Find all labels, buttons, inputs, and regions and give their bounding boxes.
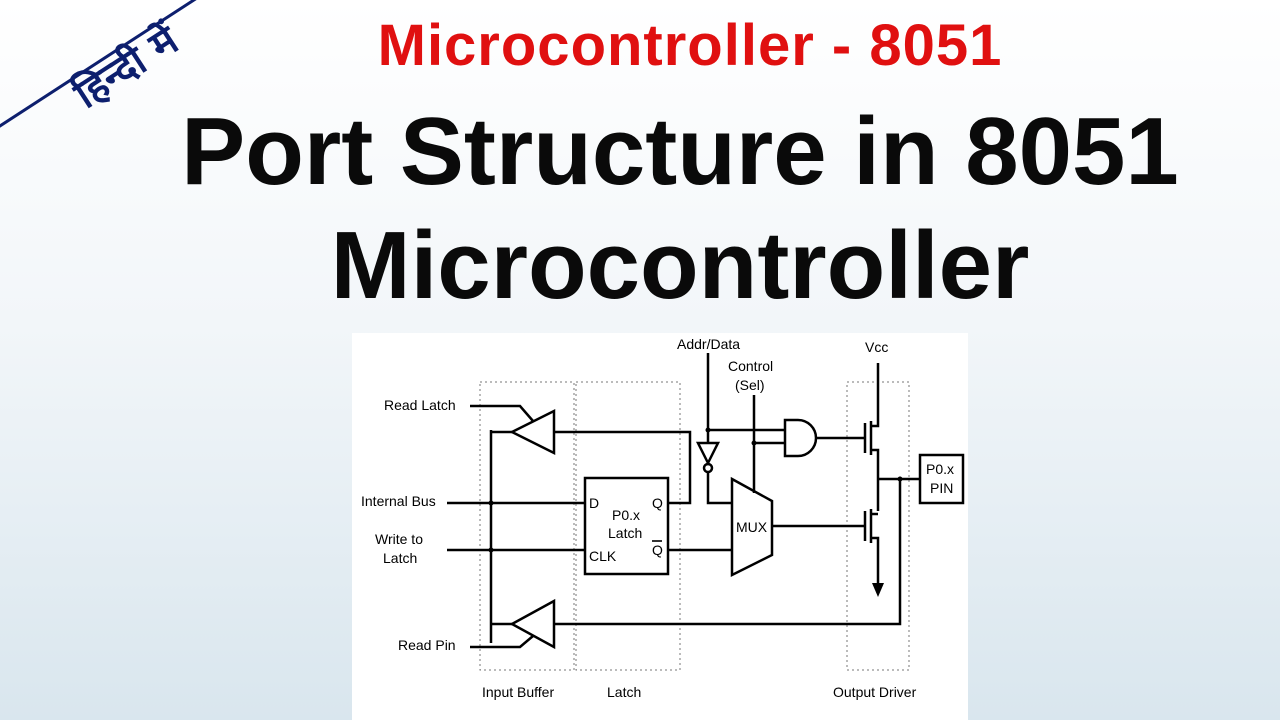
read-pin-control-wire bbox=[470, 635, 534, 649]
input-buffer-label: Input Buffer bbox=[482, 684, 554, 700]
latch-section bbox=[575, 381, 681, 671]
output-node-dot bbox=[897, 476, 903, 482]
p0x-latch-box bbox=[583, 476, 670, 576]
control-label: Control bbox=[728, 358, 773, 374]
ground-arrow bbox=[872, 583, 884, 597]
bus-junction-dot bbox=[488, 500, 494, 506]
latch-q-feedback-wire bbox=[554, 430, 692, 505]
latch-q-pin: Q bbox=[652, 495, 663, 511]
latch-section-label: Latch bbox=[607, 684, 641, 700]
sel-junction-dot bbox=[751, 440, 757, 446]
write-junction-dot bbox=[488, 547, 494, 553]
mux-block bbox=[730, 476, 774, 578]
port-structure-diagram: Read Latch Internal Bus Write to Latch R… bbox=[352, 333, 968, 720]
p0x-pin-box bbox=[918, 453, 965, 505]
latch-d-pin: D bbox=[589, 495, 599, 511]
pin-label: P0.x bbox=[926, 461, 954, 477]
latch-name-2: Latch bbox=[608, 525, 642, 541]
and-gate bbox=[783, 418, 818, 458]
write-to-latch-label-2: Latch bbox=[383, 550, 417, 566]
lower-fet-source-wire bbox=[871, 536, 880, 583]
output-driver-label: Output Driver bbox=[833, 684, 917, 700]
inverter-bubble bbox=[702, 462, 714, 474]
page-subtitle: Microcontroller - 8051 bbox=[377, 13, 1003, 78]
upper-fet-drain-wire bbox=[871, 448, 880, 511]
read-pin-label: Read Pin bbox=[398, 637, 456, 653]
read-latch-control-wire bbox=[470, 404, 534, 422]
addr-junction-dot bbox=[705, 427, 711, 433]
pin-feedback-wire bbox=[554, 479, 902, 626]
inverter-gate bbox=[695, 441, 721, 466]
mux-label: MUX bbox=[736, 519, 768, 535]
read-latch-buffer bbox=[509, 408, 556, 456]
internal-bus-label: Internal Bus bbox=[361, 493, 436, 509]
inverter-to-mux-wire bbox=[706, 472, 732, 505]
read-latch-label: Read Latch bbox=[384, 397, 456, 413]
page-title-line-1: Port Structure in 8051 bbox=[181, 98, 1179, 205]
input-buffer-section bbox=[479, 381, 575, 671]
addr-data-label: Addr/Data bbox=[677, 336, 740, 352]
sel-label: (Sel) bbox=[735, 377, 765, 393]
latch-clk-pin: CLK bbox=[589, 548, 617, 564]
latch-name: P0.x bbox=[612, 507, 640, 523]
read-pin-buffer bbox=[509, 598, 556, 650]
pin-label-2: PIN bbox=[930, 480, 953, 496]
vcc-label: Vcc bbox=[865, 339, 888, 355]
latch-qbar-pin: Q bbox=[652, 542, 663, 558]
write-to-latch-label: Write to bbox=[375, 531, 423, 547]
vcc-supply-wire bbox=[871, 363, 880, 428]
page-title-line-2: Microcontroller bbox=[330, 212, 1030, 319]
